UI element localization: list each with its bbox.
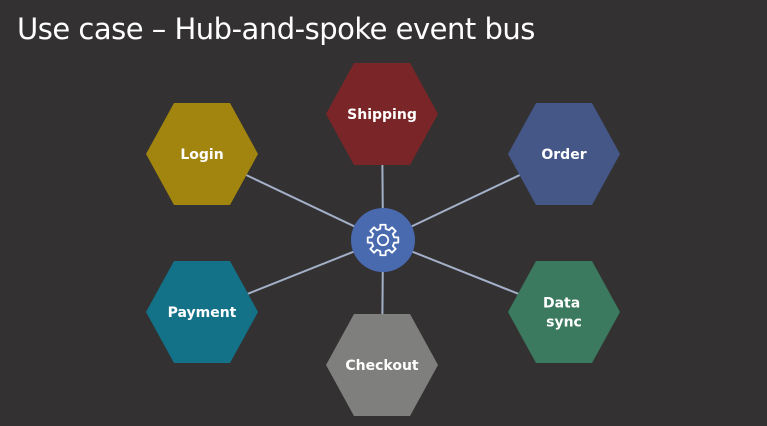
hexagon-data-sync-label-line: sync: [546, 315, 582, 331]
hexagon-payment-shape: [146, 261, 258, 363]
gear-icon: [366, 223, 400, 257]
hexagon-shipping-label-line: Shipping: [347, 107, 417, 123]
gear-icon-outline: [366, 223, 400, 257]
hexagon-payment: Payment: [146, 261, 258, 363]
hexagon-checkout-label: Checkout: [345, 358, 419, 374]
hexagon-shipping-label: Shipping: [347, 107, 417, 123]
hexagon-payment-label: Payment: [168, 305, 237, 321]
hexagon-payment-label-line: Payment: [168, 305, 237, 321]
hexagon-order-label: Order: [541, 147, 586, 163]
hexagon-checkout-label-line: Checkout: [345, 358, 419, 374]
hexagon-data-sync: Data sync: [508, 261, 620, 363]
hexagon-login: Login: [146, 103, 258, 205]
gear-icon-center: [376, 233, 390, 247]
hexagon-order-label-line: Order: [541, 147, 586, 163]
hexagon-checkout-shape: [326, 314, 438, 416]
hub-circle: [351, 208, 415, 272]
hexagon-order-shape: [508, 103, 620, 205]
event-bus-hub: [351, 208, 415, 272]
hexagon-data-sync-shape: [508, 261, 620, 363]
hexagon-order: Order: [508, 103, 620, 205]
hexagon-checkout: Checkout: [326, 314, 438, 416]
hexagon-data-sync-label: Data sync: [543, 296, 585, 331]
hexagon-shipping: Shipping: [326, 63, 438, 165]
hexagon-login-label-line: Login: [180, 147, 223, 163]
hexagon-data-sync-label-line: Data: [543, 296, 580, 312]
hexagon-login-label: Login: [180, 147, 223, 163]
hexagon-login-shape: [146, 103, 258, 205]
slide-title: Use case – Hub-and-spoke event bus: [17, 12, 535, 46]
hexagon-shipping-shape: [326, 63, 438, 165]
